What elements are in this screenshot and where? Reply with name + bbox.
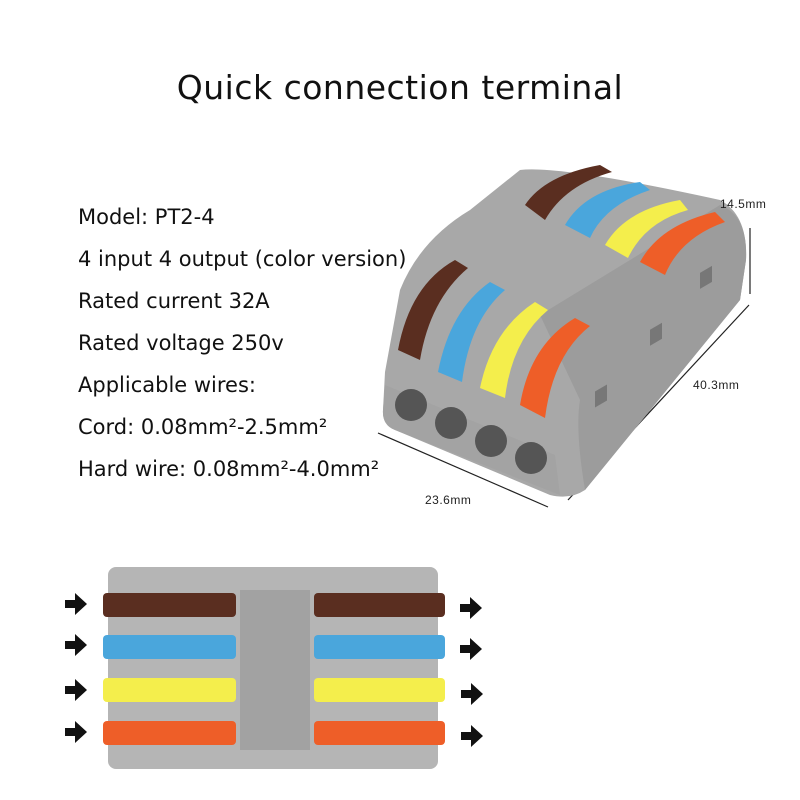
lever-back-yellow <box>605 200 688 258</box>
spec-hard-wire: Hard wire: 0.08mm²-4.0mm² <box>78 457 380 481</box>
spec-list: Model: PT2-4 4 input 4 output (color ver… <box>78 202 406 496</box>
arrow-right-icon <box>461 725 483 747</box>
side-slot <box>650 322 662 346</box>
width-dimension-line <box>377 432 549 508</box>
arrow-right-icon <box>65 593 87 615</box>
wire-hole <box>395 389 427 421</box>
arrow-right-icon <box>461 683 483 705</box>
side-slot <box>595 384 607 408</box>
lever-left-blue <box>103 635 236 659</box>
spec-wires: Applicable wires: <box>78 373 256 397</box>
arrow-right-icon <box>460 638 482 660</box>
center-divider <box>240 590 310 750</box>
connector-front <box>382 385 560 495</box>
lever-left-yellow <box>103 678 236 702</box>
spec-model: Model: PT2-4 <box>78 205 215 229</box>
lever-front-orange <box>520 318 590 418</box>
spec-voltage: Rated voltage 250v <box>78 331 284 355</box>
spec-io: 4 input 4 output (color version) <box>78 247 407 271</box>
lever-front-yellow <box>480 302 548 398</box>
wire-hole <box>475 425 507 457</box>
top-view-levers <box>103 593 445 745</box>
lever-right-yellow <box>314 678 445 702</box>
lever-left-brown <box>103 593 236 617</box>
lever-back-orange <box>640 212 725 275</box>
arrow-right-icon <box>65 634 87 656</box>
lever-front-brown <box>398 260 468 360</box>
lever-left-orange <box>103 721 236 745</box>
wire-hole <box>435 407 467 439</box>
lever-back-blue <box>565 182 650 238</box>
arrow-right-icon <box>65 679 87 701</box>
page-title: Quick connection terminal <box>176 68 624 107</box>
wire-hole <box>515 442 547 474</box>
arrow-right-icon <box>460 597 482 619</box>
spec-cord: Cord: 0.08mm²-2.5mm² <box>78 415 328 439</box>
lever-right-brown <box>314 593 445 617</box>
side-slot <box>700 265 712 289</box>
height-dimension-label: 14.5mm <box>720 197 767 211</box>
arrow-right-icon <box>65 721 87 743</box>
connector-side <box>540 205 747 490</box>
width-dimension-label: 23.6mm <box>425 493 472 507</box>
arrows <box>65 593 483 747</box>
lever-front-blue <box>438 282 505 382</box>
lever-right-orange <box>314 721 445 745</box>
lever-right-blue <box>314 635 445 659</box>
lever-back-brown <box>525 165 612 220</box>
length-dimension-label: 40.3mm <box>693 378 740 392</box>
spec-current: Rated current 32A <box>78 289 270 313</box>
